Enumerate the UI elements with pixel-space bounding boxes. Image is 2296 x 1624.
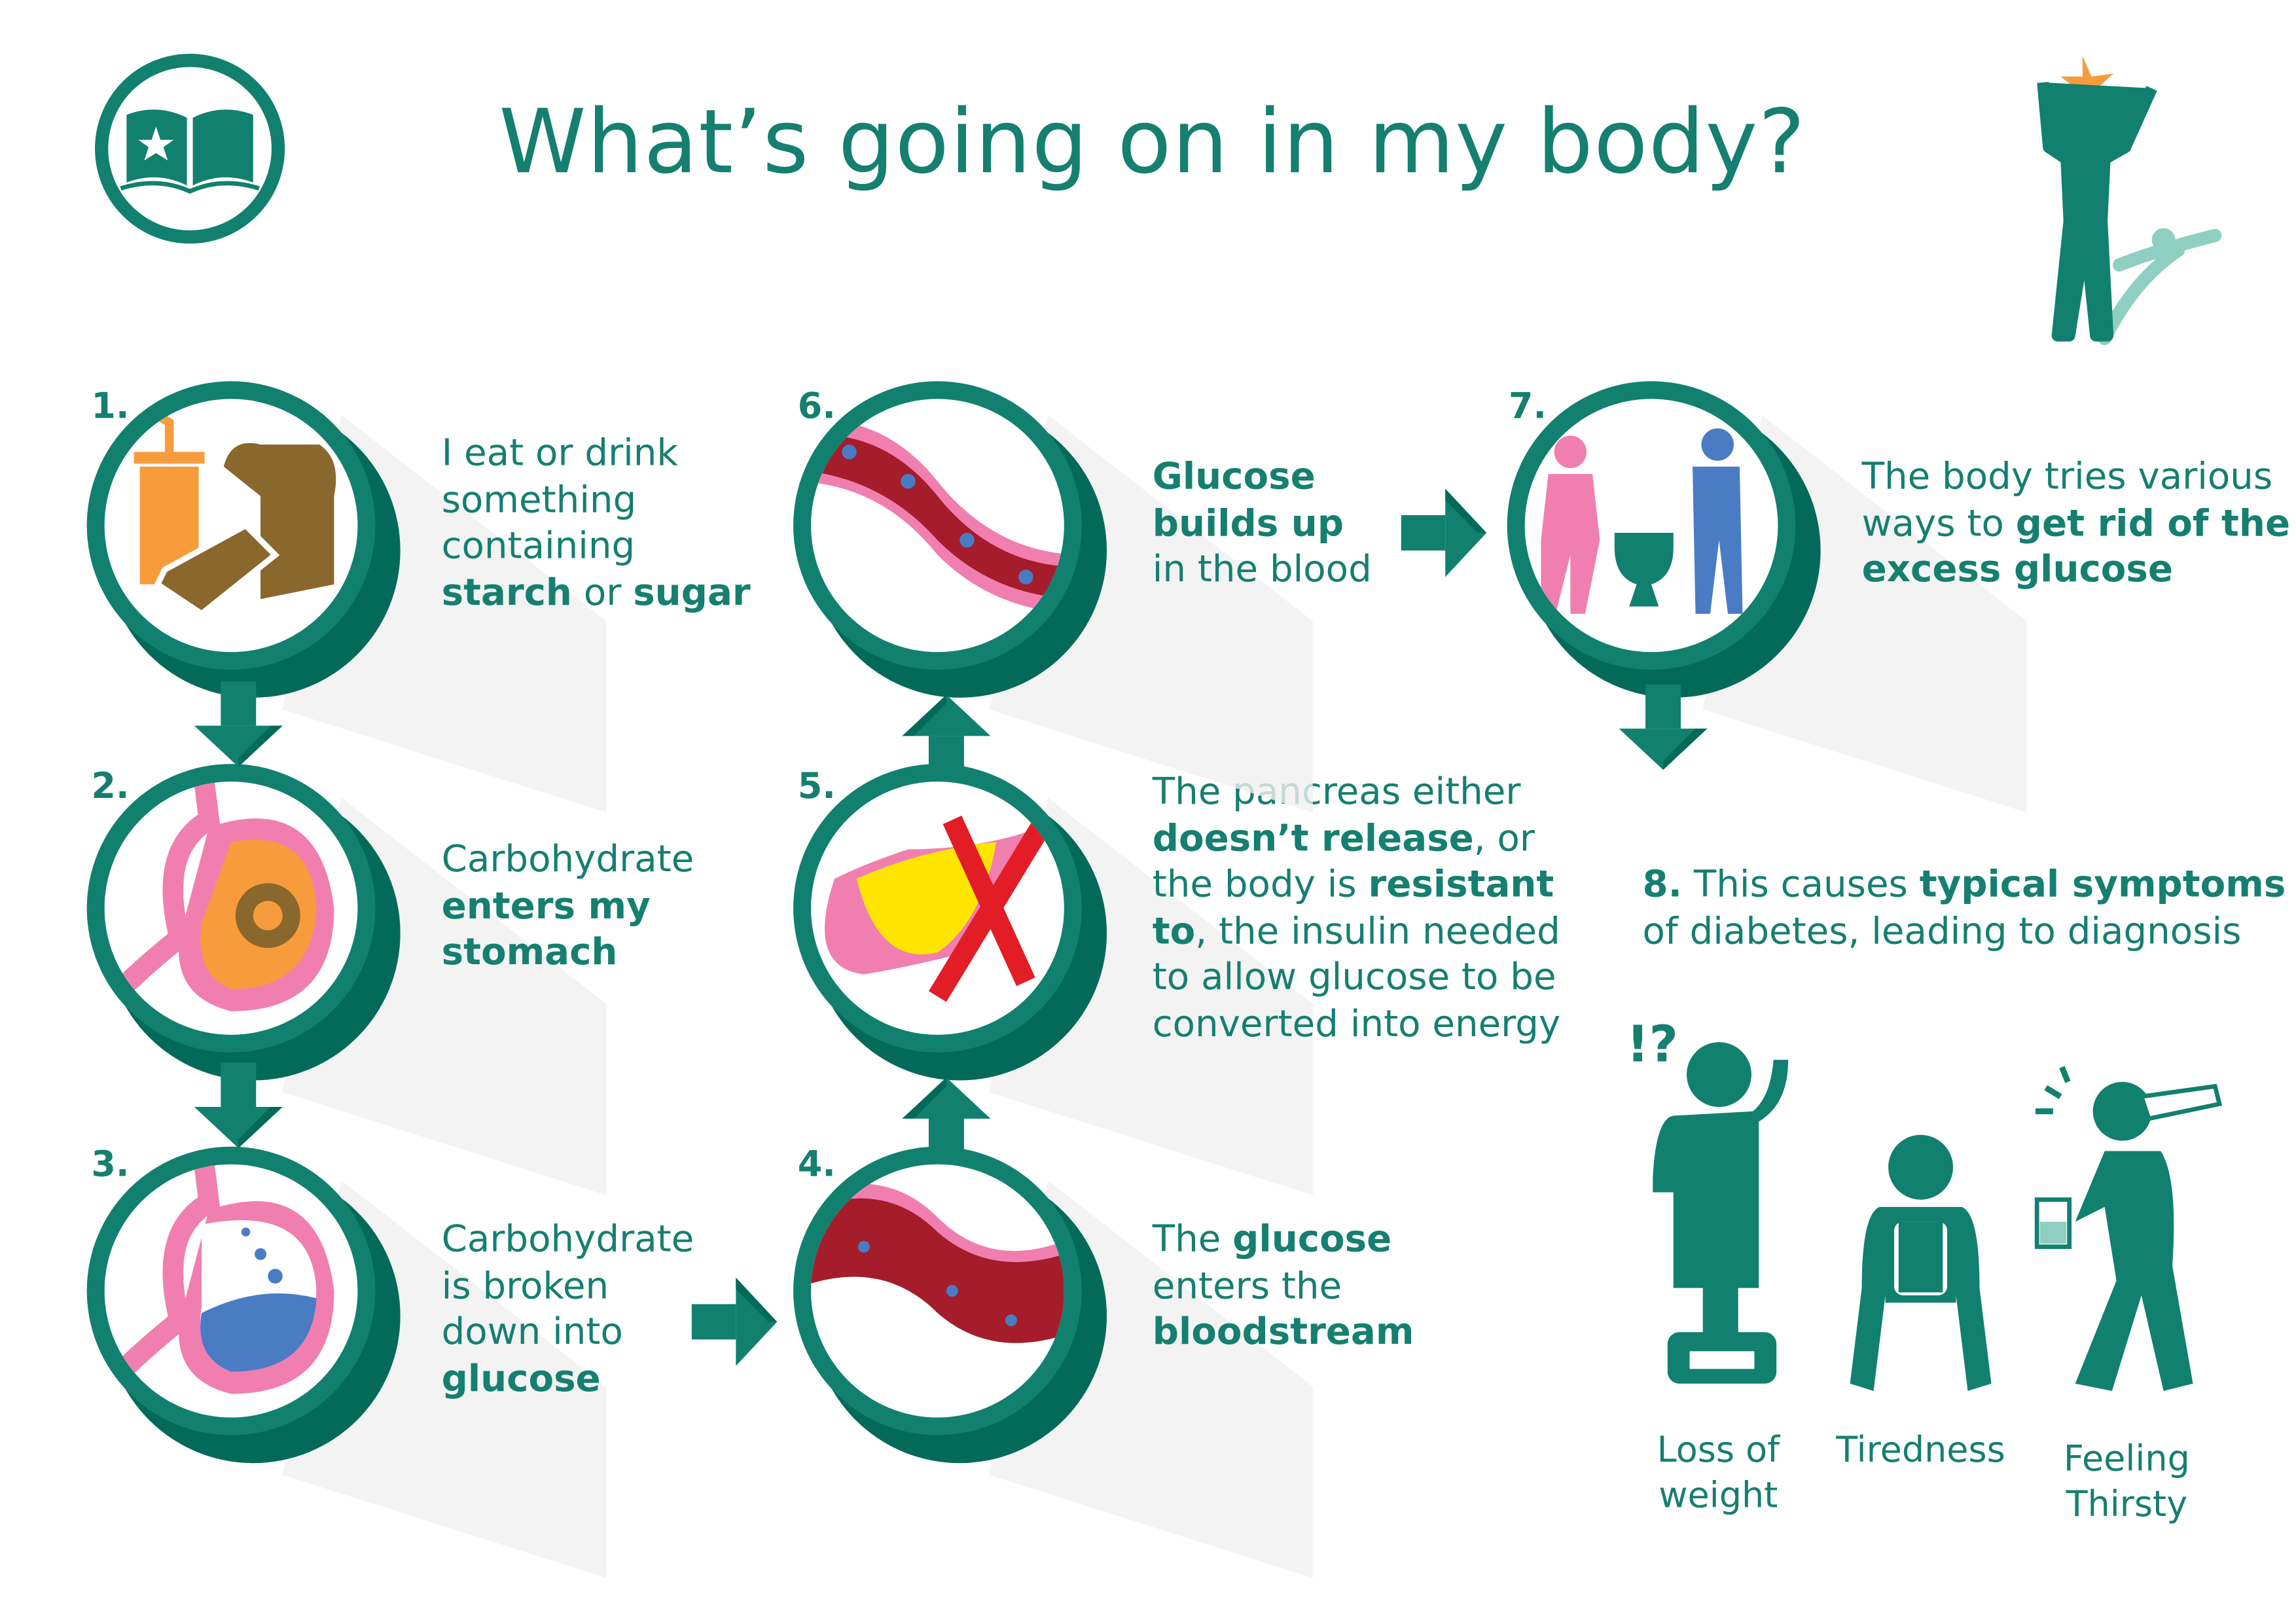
step-text-segment: down into [441,1310,623,1353]
step-text-segment: Carbohydrate [441,1217,694,1260]
arrow-up-icon [902,695,991,780]
pancreas-crossed-icon [825,816,1050,1002]
step-1-circle [86,381,607,813]
stomach-with-glucose-icon [106,1164,334,1394]
step-text-segment: enters my [441,884,651,927]
step-text-segment: in the blood [1152,547,1372,590]
blood-vessel-glucose-icon [811,420,1064,614]
step-text-segment: is broken [441,1263,609,1307]
step-text-segment: converted into energy [1152,1001,1561,1045]
arrow-right-icon [691,1277,778,1366]
step-3-circle [86,1146,607,1578]
step-8-text-c: of diabetes, leading to diagnosis [1642,909,2242,952]
step-text-segment: The body tries various [1861,454,2273,498]
step-number: 7. [1508,386,1547,427]
page-title: What’s going on in my body? [499,91,1806,194]
step-text-segment: get rid of the [2015,501,2291,544]
step-text-segment: to allow glucose to be [1152,955,1556,998]
step-8-text-bold: typical symptoms [1919,862,2286,905]
step-number: 4. [797,1144,836,1185]
step-number: 8. [1642,862,1683,905]
step-text-segment: enters the [1152,1263,1342,1307]
tired-person-icon [1850,1134,1992,1392]
step-text-segment: , or [1473,816,1535,859]
step-text-segment: starch [441,570,572,613]
person-reaching-star-icon [2037,56,2222,346]
symptom-tiredness: Tiredness [1836,1119,2005,1470]
exclamation-question-mark: !? [1626,1015,1679,1075]
step-2-circle [86,764,607,1195]
confused-person-on-scale-icon [1653,1042,1789,1384]
step-text-segment: doesn’t release [1152,816,1474,859]
stomach-with-food-icon [106,782,334,1011]
step-7-circle [1507,381,2027,813]
arrow-down-icon [1619,684,1708,770]
step-text-segment: containing [441,524,636,567]
step-text-segment: to [1152,909,1196,952]
step-text-segment: resistant [1368,862,1554,905]
step-text-segment: the body is [1152,862,1369,905]
person-drinking-icon [2034,1066,2223,1392]
arrow-down-icon [194,1062,283,1148]
step-text-segment: glucose [1232,1217,1392,1260]
step-text-segment: sugar [633,570,751,613]
step-6-circle [793,381,1313,813]
step-text-segment: excess glucose [1861,547,2174,590]
step-text-segment: Carbohydrate [441,837,694,880]
step-text-segment: something [441,477,637,520]
drink-and-bread-icon [134,406,336,618]
step-text-segment: The [1152,1217,1233,1260]
step-text-segment: Glucose [1152,454,1316,498]
step-text-segment: glucose [441,1356,601,1399]
step-number: 6. [797,386,836,427]
toilet-people-icon [1541,428,1743,614]
book-star-logo-icon [95,54,285,244]
step-text-segment: I eat or drink [441,431,679,475]
arrow-up-icon [902,1077,991,1163]
step-text-segment: stomach [441,930,618,973]
step-text-segment: builds up [1152,501,1344,544]
step-5-circle [793,764,1313,1195]
step-text-segment: bloodstream [1152,1310,1414,1353]
step-8-text-a: This causes [1682,862,1920,905]
step-text-segment: ways to [1861,501,2016,544]
step-number: 3. [91,1144,130,1185]
step-number: 2. [91,765,130,807]
step-text-segment: , the insulin needed [1195,909,1560,952]
step-number: 1. [91,386,130,427]
symptom-label: Tiredness [1836,1429,2005,1471]
step-4-circle [793,1146,1313,1578]
step-number: 5. [797,765,836,807]
arrow-down-icon [194,681,283,767]
arrow-right-icon [1401,488,1487,577]
step-text-segment: or [571,570,634,613]
blood-vessel-icon [811,1183,1064,1343]
